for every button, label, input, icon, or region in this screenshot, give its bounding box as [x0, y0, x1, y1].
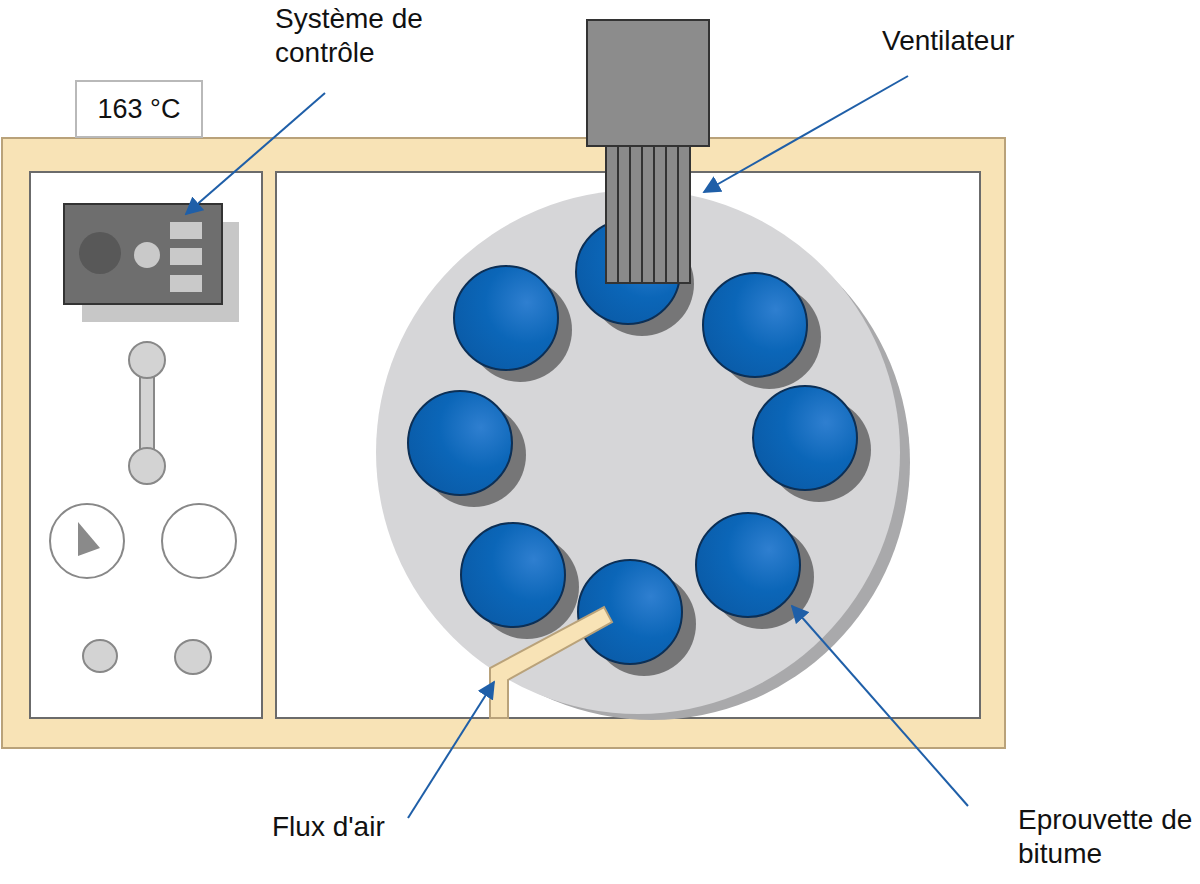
fan-fin [617, 146, 619, 283]
fan-fin [641, 146, 643, 283]
air-pipe [490, 607, 612, 718]
control-panel [30, 172, 262, 718]
leader-lines [186, 76, 968, 818]
bitumen-sample [461, 523, 565, 627]
callout-label: Flux d'air [272, 810, 385, 844]
control-unit [64, 204, 239, 322]
fan [587, 20, 709, 283]
bitumen-sample [753, 386, 857, 490]
bitumen-samples [408, 220, 871, 676]
fan-fin [677, 146, 679, 283]
bitumen-sample [454, 266, 558, 370]
bitumen-sample [696, 513, 800, 617]
bitumen-sample [703, 273, 807, 377]
bitumen-sample [408, 391, 512, 495]
control-knobs [50, 342, 236, 674]
fan-fin [629, 146, 631, 283]
temperature-value: 163 °C [98, 94, 181, 125]
oven-housing [2, 138, 1005, 748]
callout-label: Ventilateur [882, 24, 1014, 58]
temperature-display: 163 °C [75, 80, 203, 138]
fan-fin [653, 146, 655, 283]
callout-label: Eprouvette de bitume [1018, 803, 1196, 871]
callout-label: Système de contrôle [275, 2, 485, 70]
fan-fin [665, 146, 667, 283]
